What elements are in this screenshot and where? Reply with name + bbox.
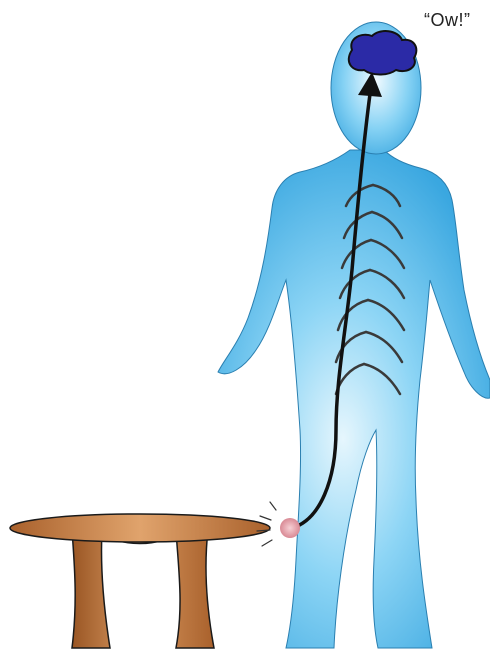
table-legs bbox=[72, 530, 214, 648]
speech-text: “Ow!” bbox=[424, 10, 471, 31]
table bbox=[10, 514, 270, 648]
table-top bbox=[10, 514, 270, 542]
person-body bbox=[218, 150, 490, 648]
brain-shape bbox=[349, 31, 417, 74]
